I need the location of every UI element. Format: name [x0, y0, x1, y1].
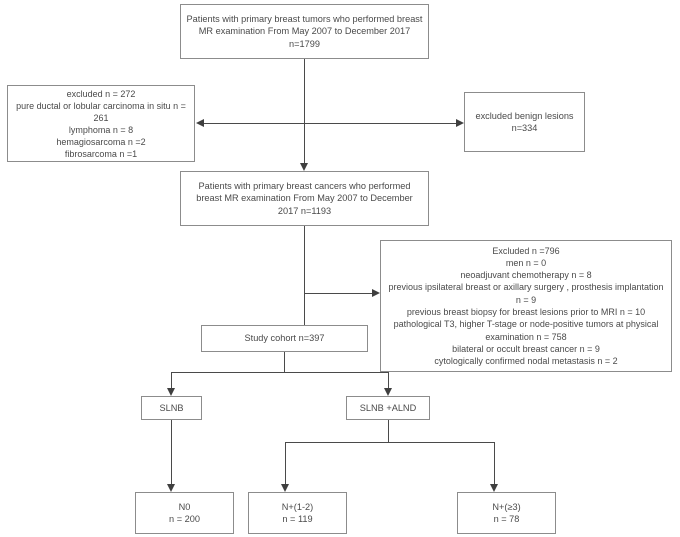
node-excluded-criteria: Excluded n =796 men n = 0 neoadjuvant ch… — [380, 240, 672, 372]
node-slnb-alnd: SLNB +ALND — [346, 396, 430, 420]
arrowhead-n0 — [166, 484, 175, 492]
node-excluded-tumor-types: excluded n = 272 pure ductal or lobular … — [7, 85, 195, 162]
node-n0: N0 n = 200 — [135, 492, 234, 534]
connector-cohort-split-horizontal — [171, 372, 388, 373]
arrowhead-slnb — [166, 388, 175, 396]
arrowhead-n1-2 — [280, 484, 289, 492]
connector-to-n3plus — [494, 442, 495, 484]
node-study-cohort: Study cohort n=397 — [201, 325, 368, 352]
arrowhead-excluded-criteria — [372, 288, 380, 297]
connector-to-n1-2 — [285, 442, 286, 484]
node-n3plus: N+(≥3) n = 78 — [457, 492, 556, 534]
node-excluded-benign: excluded benign lesions n=334 — [464, 92, 585, 152]
arrowhead-exclusion-right — [456, 118, 464, 127]
connector-cancers-to-cohort — [304, 226, 305, 325]
connector-slnb-alnd-down — [388, 420, 389, 442]
connector-exclusion-bidirectional — [203, 123, 456, 124]
connector-slnb-alnd-split-horizontal — [285, 442, 494, 443]
node-enrolled: Patients with primary breast tumors who … — [180, 4, 429, 59]
node-slnb: SLNB — [141, 396, 202, 420]
connector-cohort-to-slnb — [171, 372, 172, 388]
connector-slnb-to-n0 — [171, 420, 172, 484]
connector-cohort-down — [284, 352, 285, 372]
node-n1-2: N+(1-2) n = 119 — [248, 492, 347, 534]
arrowhead-exclusion-left — [196, 118, 204, 127]
node-cancers: Patients with primary breast cancers who… — [180, 171, 429, 226]
connector-cohort-to-excluded-criteria — [304, 293, 372, 294]
connector-enrolled-to-cancers — [304, 59, 305, 163]
arrowhead-slnb-alnd — [383, 388, 392, 396]
arrowhead-enrolled-to-cancers — [299, 163, 308, 171]
connector-cohort-to-slnb-alnd — [388, 372, 389, 388]
arrowhead-n3plus — [489, 484, 498, 492]
